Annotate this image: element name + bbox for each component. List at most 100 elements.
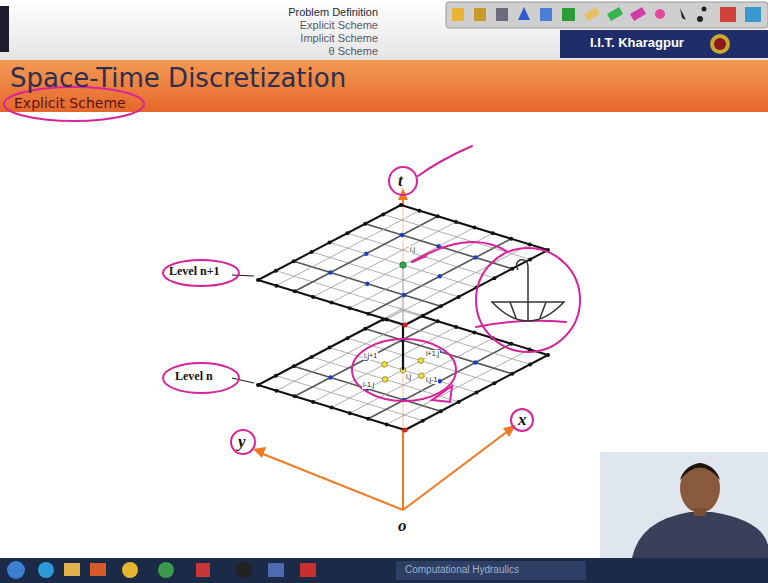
grid-point (457, 295, 461, 299)
nav-item: Implicit Scheme (300, 32, 378, 45)
stencil-point (419, 373, 425, 379)
axis-label: x (518, 410, 527, 430)
pen-toolbar (446, 2, 768, 28)
grid-point (438, 274, 442, 278)
leader-line (232, 378, 254, 383)
toolbar-icons (452, 7, 761, 23)
grid-point (328, 270, 332, 274)
node-index: i+1,j (425, 350, 440, 358)
grid-point (436, 319, 440, 323)
grid-point (491, 231, 495, 235)
grid-point (528, 257, 532, 261)
grid-point (403, 428, 407, 432)
grid-point (293, 394, 297, 398)
grid-point (492, 381, 496, 385)
target-point (400, 262, 406, 268)
grid-point (546, 353, 550, 357)
grid-line (276, 316, 419, 391)
grid-point (454, 220, 458, 224)
stencil-point (382, 377, 388, 383)
grid-point (293, 289, 297, 293)
header-bar (0, 0, 768, 60)
taskbar-title: Computational Hydraulics (405, 564, 519, 576)
grid-line (347, 233, 494, 278)
grid-line (401, 310, 548, 355)
grid-point (366, 312, 370, 316)
grid-point (363, 327, 367, 331)
stencil-point (382, 362, 388, 368)
grid-point (475, 391, 479, 395)
grid-point (403, 323, 407, 327)
umbrella-sketch (492, 260, 564, 321)
grid-line (365, 224, 512, 269)
grid-point (510, 267, 514, 271)
corner-point (403, 323, 408, 328)
grid-point (366, 417, 370, 421)
grid-point (385, 317, 389, 321)
grid-point (256, 278, 260, 282)
grid-point (454, 325, 458, 329)
grid-line (258, 385, 405, 430)
grid-point (274, 389, 278, 393)
grid-line (332, 228, 475, 303)
grid-line (330, 243, 477, 288)
title-band (0, 60, 768, 112)
grid-point (328, 241, 332, 245)
grid-line (258, 280, 405, 325)
axis-label: t (398, 171, 403, 191)
grid-point (345, 231, 349, 235)
x-axis (403, 428, 512, 510)
header-edge (0, 6, 9, 52)
leader-line (232, 275, 254, 276)
grid-point (365, 282, 369, 286)
brand-bar (560, 30, 768, 58)
grid-line (368, 239, 511, 314)
grid-point (399, 203, 403, 207)
grid-line (350, 338, 493, 413)
grid-point (473, 331, 477, 335)
grid-point (421, 419, 425, 423)
grid-point (256, 383, 260, 387)
grid-point (348, 306, 352, 310)
grid-line (294, 366, 441, 411)
grid-point (528, 347, 532, 351)
node-index: i,j+1 (363, 352, 378, 360)
grid-point (311, 400, 315, 404)
grid-point (328, 346, 332, 350)
grid-point (509, 342, 513, 346)
grid-line (401, 205, 548, 250)
grid-point (292, 259, 296, 263)
grid-line (368, 344, 511, 419)
level-label: Level n+1 (169, 265, 220, 279)
grid-point (330, 301, 334, 305)
grid-line (294, 261, 441, 306)
taskbar (0, 558, 768, 583)
nav-item: θ Scheme (328, 45, 378, 58)
grid-point (401, 263, 405, 267)
grid-point (274, 269, 278, 273)
grid-line (258, 310, 401, 385)
grid-point (402, 293, 406, 297)
grid-line (295, 216, 438, 291)
institute-name: I.I.T. Kharagpur (590, 36, 684, 51)
node-index: i,j-1 (425, 376, 438, 384)
axis-label: y (238, 432, 246, 452)
nav-item: Explicit Scheme (300, 19, 378, 32)
nav-item: Problem Definition (288, 6, 378, 19)
grid-point (400, 233, 404, 237)
grid-point (473, 226, 477, 230)
grid-level-n1 (232, 203, 550, 328)
plane (258, 205, 548, 325)
grid-point (292, 364, 296, 368)
corner-point (403, 428, 408, 433)
grid-point (274, 284, 278, 288)
logo (710, 34, 730, 54)
y-axis (258, 452, 403, 510)
arrow-head (253, 447, 266, 458)
grid-point (381, 212, 385, 216)
grid-point (310, 355, 314, 359)
grid-point (310, 250, 314, 254)
grid-line (276, 211, 419, 286)
grid-line (347, 338, 494, 383)
grid-point (311, 295, 315, 299)
